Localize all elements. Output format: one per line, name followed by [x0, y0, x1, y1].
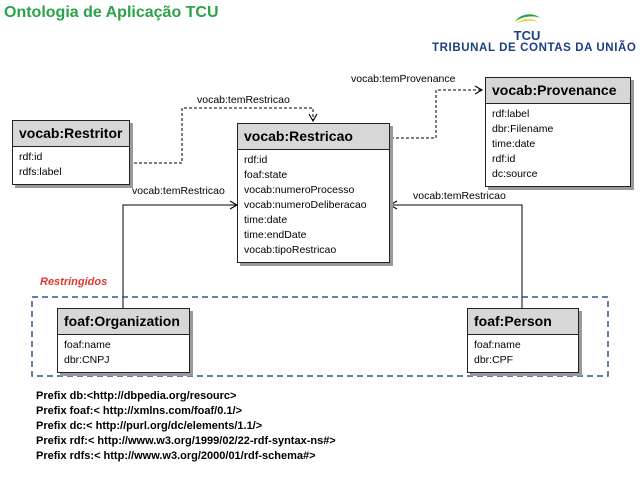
- relation-label-tem-restricao-left: vocab:temRestricao: [132, 185, 225, 197]
- prefix-line: Prefix db:<http://dbpedia.org/resourc>: [36, 390, 237, 402]
- relation-label-tem-restricao-top: vocab:temRestricao: [197, 94, 290, 106]
- edge-organization-restricao: [122, 200, 239, 308]
- class-organization: foaf:Organization foaf:name dbr:CNPJ: [57, 308, 190, 373]
- restringidos-group-border: [31, 296, 609, 377]
- prefix-line: Prefix foaf:< http://xmlns.com/foaf/0.1/…: [36, 405, 242, 417]
- class-restritor: vocab:Restritor rdf:id rdfs:label: [12, 120, 130, 185]
- attribute: time:date: [492, 138, 536, 150]
- relation-label-tem-provenance: vocab:temProvenance: [351, 73, 456, 85]
- attribute: rdf:id: [19, 151, 43, 163]
- logo-swoosh-yellow: [516, 19, 539, 24]
- prefix-line: Prefix rdf:< http://www.w3.org/1999/02/2…: [36, 435, 336, 447]
- attribute: rdfs:label: [19, 166, 62, 178]
- attribute: vocab:numeroProcesso: [244, 184, 355, 196]
- attribute: dc:source: [492, 168, 538, 180]
- class-name: foaf:Person: [468, 309, 578, 335]
- attribute: rdf:id: [492, 153, 516, 165]
- edge-restricao-provenance: [391, 85, 484, 139]
- class-name: vocab:Restricao: [238, 124, 389, 150]
- attribute: dbr:Filename: [492, 123, 554, 135]
- prefix-list: Prefix db:<http://dbpedia.org/resourc> P…: [36, 389, 336, 464]
- logo-text: TCU: [514, 28, 541, 43]
- organization-name: TRIBUNAL DE CONTAS DA UNIÃO: [432, 42, 637, 54]
- attribute: rdf:label: [492, 108, 530, 120]
- page-title: Ontologia de Aplicação TCU: [4, 4, 219, 21]
- class-restricao: vocab:Restricao rdf:id foaf:state vocab:…: [237, 123, 390, 263]
- class-name: vocab:Restritor: [13, 121, 129, 147]
- attribute: foaf:name: [474, 339, 521, 351]
- class-name: vocab:Provenance: [486, 78, 630, 104]
- attribute: dbr:CPF: [474, 354, 514, 366]
- edge-person-restricao: [388, 200, 523, 308]
- prefix-line: Prefix dc:< http://purl.org/dc/elements/…: [36, 420, 263, 432]
- attribute-list: rdf:label dbr:Filename time:date rdf:id …: [486, 104, 630, 186]
- prefix-line: Prefix rdfs:< http://www.w3.org/2000/01/…: [36, 450, 316, 462]
- tcu-logo: TCU: [514, 14, 541, 43]
- attribute: rdf:id: [244, 154, 268, 166]
- group-label-restringidos: Restringidos: [40, 276, 108, 288]
- attribute: foaf:name: [64, 339, 111, 351]
- class-person: foaf:Person foaf:name dbr:CPF: [467, 308, 579, 373]
- class-name: foaf:Organization: [58, 309, 189, 335]
- relation-label-tem-restricao-right: vocab:temRestricao: [413, 190, 506, 202]
- class-provenance: vocab:Provenance rdf:label dbr:Filename …: [485, 77, 631, 187]
- attribute-list: rdf:id foaf:state vocab:numeroProcesso v…: [238, 150, 389, 262]
- attribute: vocab:tipoRestricao: [244, 244, 337, 256]
- logo-swoosh-green: [515, 14, 540, 22]
- attribute: foaf:state: [244, 169, 288, 181]
- attribute: time:endDate: [244, 229, 307, 241]
- attribute-list: rdf:id rdfs:label: [13, 147, 129, 184]
- attribute: vocab:numeroDeliberacao: [244, 199, 367, 211]
- edge-restritor-restricao: [129, 107, 318, 164]
- attribute: time:date: [244, 214, 288, 226]
- attribute: dbr:CNPJ: [64, 354, 110, 366]
- attribute-list: foaf:name dbr:CNPJ: [58, 335, 189, 372]
- attribute-list: foaf:name dbr:CPF: [468, 335, 578, 372]
